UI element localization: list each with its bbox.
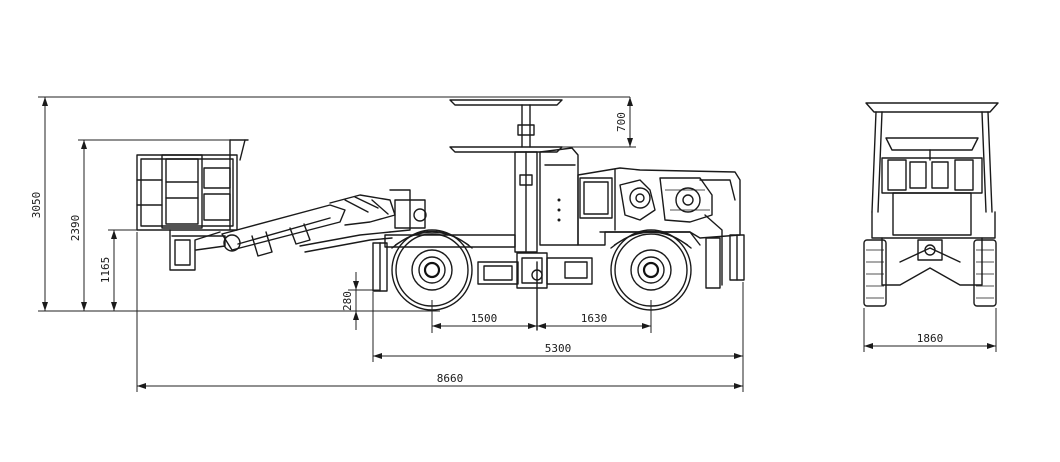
dim-canopy-extension: 700 bbox=[615, 112, 628, 132]
dim-rear-axle-offset: 1630 bbox=[581, 312, 608, 325]
front-view bbox=[863, 102, 999, 307]
dim-overall-length: 8660 bbox=[437, 372, 464, 385]
canopy-mast bbox=[449, 99, 579, 253]
front-view-right-wheel bbox=[973, 239, 997, 307]
dim-ground-clearance: 280 bbox=[341, 291, 354, 311]
dimension-labels: 3050 2390 1165 280 700 1500 1630 5300 86… bbox=[30, 112, 943, 385]
dim-front-axle-offset: 1500 bbox=[471, 312, 498, 325]
dim-overall-height: 3050 bbox=[30, 192, 43, 219]
dim-basket-height: 2390 bbox=[69, 215, 82, 242]
front-view-chassis bbox=[871, 211, 996, 286]
front-wheel bbox=[391, 229, 473, 311]
engine-body bbox=[577, 167, 745, 289]
boom-arm bbox=[221, 189, 427, 257]
rear-wheel bbox=[610, 229, 692, 311]
dim-boom-pivot-height: 1165 bbox=[99, 257, 112, 284]
front-view-cab bbox=[881, 157, 983, 236]
dim-chassis-length: 5300 bbox=[545, 342, 572, 355]
front-view-canopy bbox=[865, 102, 999, 213]
mid-chassis bbox=[477, 252, 593, 331]
front-view-left-wheel bbox=[863, 239, 887, 307]
dimension-lines bbox=[38, 96, 997, 392]
side-view bbox=[136, 99, 745, 331]
dim-overall-width: 1860 bbox=[917, 332, 944, 345]
